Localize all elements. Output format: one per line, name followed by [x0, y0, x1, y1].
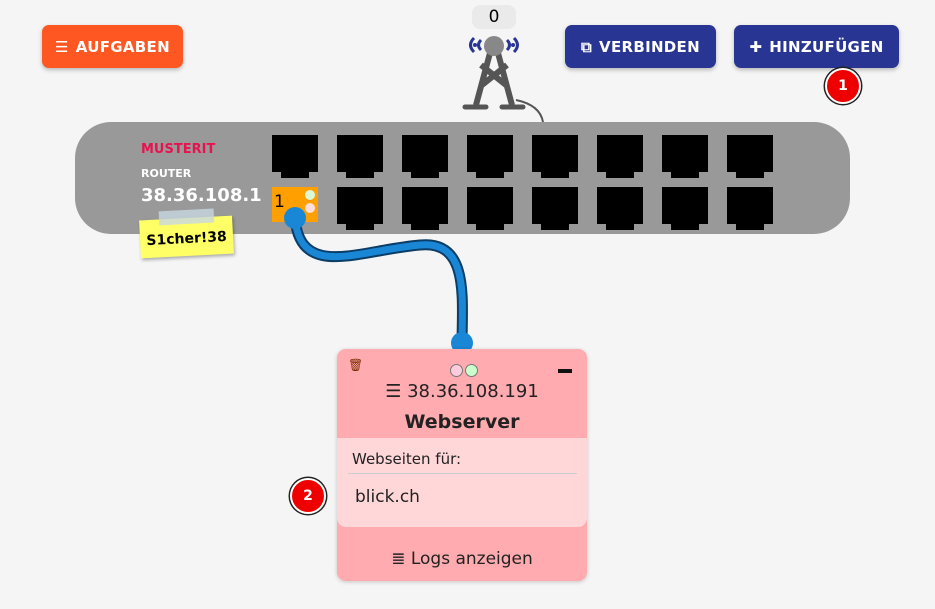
add-button[interactable]: ✚HINZUFÜGEN: [734, 25, 899, 68]
password-sticky-note: S1cher!38: [139, 208, 234, 259]
step-badge-2: 2: [290, 478, 326, 514]
websites-panel: Webseiten für: blick.ch: [337, 438, 587, 527]
router-brand: MUSTERIT: [141, 142, 216, 157]
router-port[interactable]: [337, 187, 383, 230]
router-port[interactable]: [597, 135, 643, 178]
status-led: [305, 190, 315, 200]
status-dot-red: [450, 364, 463, 377]
external-link-icon: ⧉: [581, 37, 593, 56]
webserver-card[interactable]: 🗑 ☰ 38.36.108.191 Webserver Webseiten fü…: [337, 349, 587, 581]
router-port[interactable]: [402, 135, 448, 178]
router-port[interactable]: [532, 135, 578, 178]
router-port[interactable]: [467, 135, 513, 178]
trash-icon[interactable]: 🗑: [348, 358, 364, 372]
list-icon: ☰: [55, 37, 69, 56]
port-1[interactable]: 1: [272, 187, 318, 222]
status-dot-green: [465, 364, 478, 377]
plus-icon: ✚: [749, 37, 763, 56]
antenna[interactable]: 0: [462, 5, 544, 123]
step-badge-1: 1: [825, 68, 861, 104]
ordered-list-icon: ≣: [391, 549, 406, 569]
router-port[interactable]: [662, 187, 708, 230]
website-entry[interactable]: blick.ch: [355, 487, 420, 507]
router-port[interactable]: [402, 187, 448, 230]
router-port[interactable]: [727, 187, 773, 230]
server-ip: 38.36.108.191: [407, 381, 539, 402]
router-port[interactable]: [337, 135, 383, 178]
router-port[interactable]: [467, 187, 513, 230]
tasks-button[interactable]: ☰AUFGABEN: [42, 25, 183, 68]
minimize-button[interactable]: [558, 369, 572, 373]
router-port[interactable]: [532, 187, 578, 230]
server-name: Webserver: [404, 411, 520, 433]
router-port[interactable]: [727, 135, 773, 178]
antenna-tower-icon: [462, 36, 544, 123]
router-port[interactable]: [597, 187, 643, 230]
router-port[interactable]: [662, 135, 708, 178]
antenna-count: 0: [472, 5, 516, 29]
router-ip: 38.36.108.1: [141, 185, 262, 206]
router-port[interactable]: [272, 135, 318, 178]
connect-button[interactable]: ⧉VERBINDEN: [565, 25, 716, 68]
status-led: [305, 203, 315, 213]
router-type: ROUTER: [141, 167, 192, 180]
show-logs-button[interactable]: ≣ Logs anzeigen: [391, 549, 533, 569]
server-icon: ☰: [385, 381, 402, 402]
